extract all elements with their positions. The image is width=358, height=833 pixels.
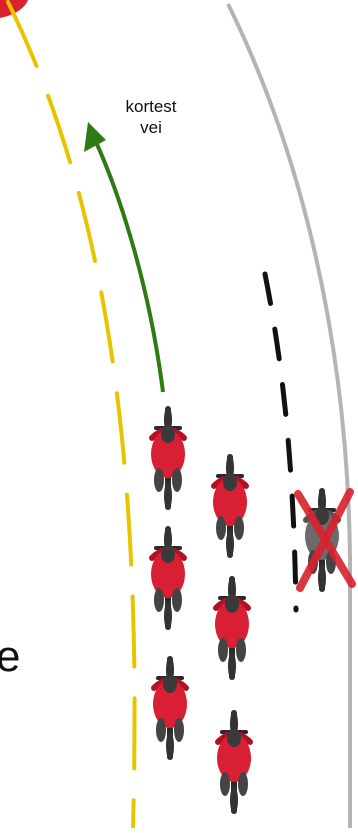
shortest-path-label: kortest vei [96,96,206,138]
cyclist-top-view-icon [215,576,249,680]
cyclist-top-view-icon [153,656,187,760]
cyclist-top-view-icon [213,454,247,558]
edge-text: e [0,632,56,682]
blocked-rider [298,488,352,592]
black-dashed-line [265,274,296,610]
shortest-path-arrow [96,142,163,392]
cyclist-top-view-icon [217,710,251,814]
shortest-path-label-line2: vei [96,117,206,138]
shortest-path-label-line1: kortest [96,96,206,117]
road-edge-line [228,4,350,828]
cyclist-top-view-icon [151,526,185,630]
cyclist-top-view-icon [151,406,185,510]
